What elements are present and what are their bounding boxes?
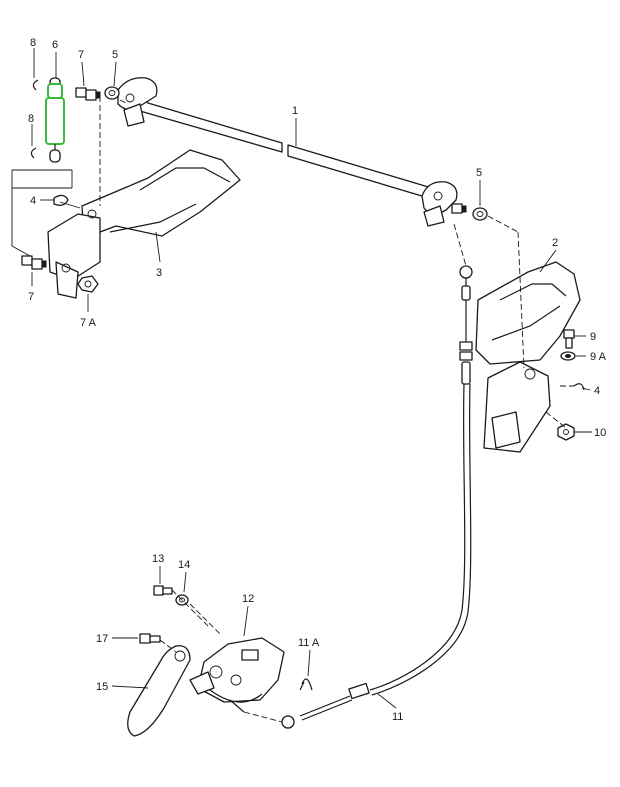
callout-4-left: 4 [30,195,36,207]
callout-4-right: 4 [594,385,600,397]
cable-part-11 [281,265,473,729]
nut-part-10 [557,423,575,441]
callout-1: 1 [292,105,298,117]
washer-part-5-right [472,207,488,221]
callout-5-right: 5 [476,167,482,179]
callout-10: 10 [594,427,606,439]
leader-lines [11,96,574,723]
nut-part-7A [77,275,99,293]
clip-part-4-right [573,383,585,391]
callout-2: 2 [552,237,558,249]
callout-7-top: 7 [78,49,84,61]
screw-part-17 [139,633,161,644]
callout-9A: 9 A [590,351,607,363]
callout-6: 6 [52,39,58,51]
clip-part-8-top [32,79,39,91]
callout-7-bottom: 7 [28,291,34,303]
screw-part-13 [153,585,173,596]
clip-part-11A [299,678,313,691]
clip-part-4-left [53,194,69,206]
gas-strut-part-6 [45,77,65,163]
callout-8-bottom: 8 [28,113,34,125]
callout-17: 17 [96,633,108,645]
clip-part-8-bottom [30,147,37,159]
callout-3: 3 [156,267,162,279]
pin-right [451,203,467,214]
release-handle-part-15 [127,645,191,737]
screw-part-9 [563,329,575,349]
bolt-part-7-top [75,87,101,101]
callout-7A: 7 A [80,317,97,329]
callout-5-left: 5 [112,49,118,61]
callout-11A: 11 A [298,637,320,649]
callout-14: 14 [178,559,190,571]
callout-leaders [31,48,592,709]
bolt-part-7-bottom [21,255,47,270]
bracket-part-2 [475,261,581,453]
washer-part-5-left [104,86,120,100]
callout-9: 9 [590,331,596,343]
callout-11: 11 [392,711,403,723]
bracket-part-3 [47,149,241,299]
callout-13: 13 [152,553,164,565]
lock-mechanism-part-12 [189,637,285,713]
callout-8-top: 8 [30,37,36,49]
callout-15: 15 [96,681,108,693]
washer-part-9A [560,351,576,361]
shaft-part-1 [117,77,458,227]
callout-12: 12 [242,593,254,605]
